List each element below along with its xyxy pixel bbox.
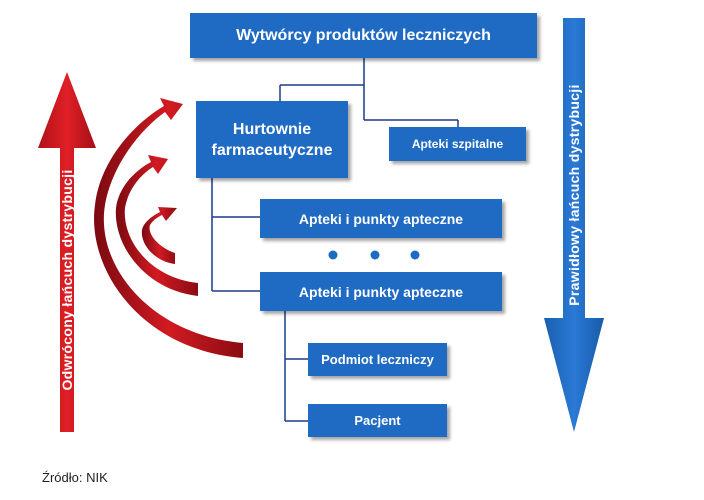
node-hospital-pharmacies: Apteki szpitalne (389, 127, 526, 161)
connector-lines (211, 58, 459, 422)
forward-chain-label: Prawidłowy łańcuch dystrybucji (566, 84, 582, 306)
reverse-chain-label: Odwrócony łańcuch dystrybucji (59, 169, 75, 391)
return-arrows (94, 98, 243, 358)
node-pharmacies-2: Apteki i punkty apteczne (260, 272, 502, 311)
node-pharmacies-1: Apteki i punkty apteczne (260, 199, 502, 238)
node-manufacturers: Wytwórcy produktów leczniczych (190, 13, 537, 58)
ellipsis-dot (328, 250, 338, 260)
ellipsis-dots (328, 250, 420, 260)
return-arrow-large (94, 98, 243, 358)
node-patient: Pacjent (308, 404, 447, 437)
source-note: Źródło: NIK (42, 470, 108, 485)
return-arrow-small (141, 207, 177, 264)
forward-chain-arrow (544, 18, 604, 432)
node-healthcare-entity: Podmiot leczniczy (308, 343, 447, 376)
ellipsis-dot (370, 250, 380, 260)
ellipsis-dot (410, 250, 420, 260)
node-wholesalers: Hurtownie farmaceutyczne (196, 101, 348, 178)
return-arrow-medium (115, 155, 198, 296)
reverse-chain-arrow (38, 72, 96, 432)
